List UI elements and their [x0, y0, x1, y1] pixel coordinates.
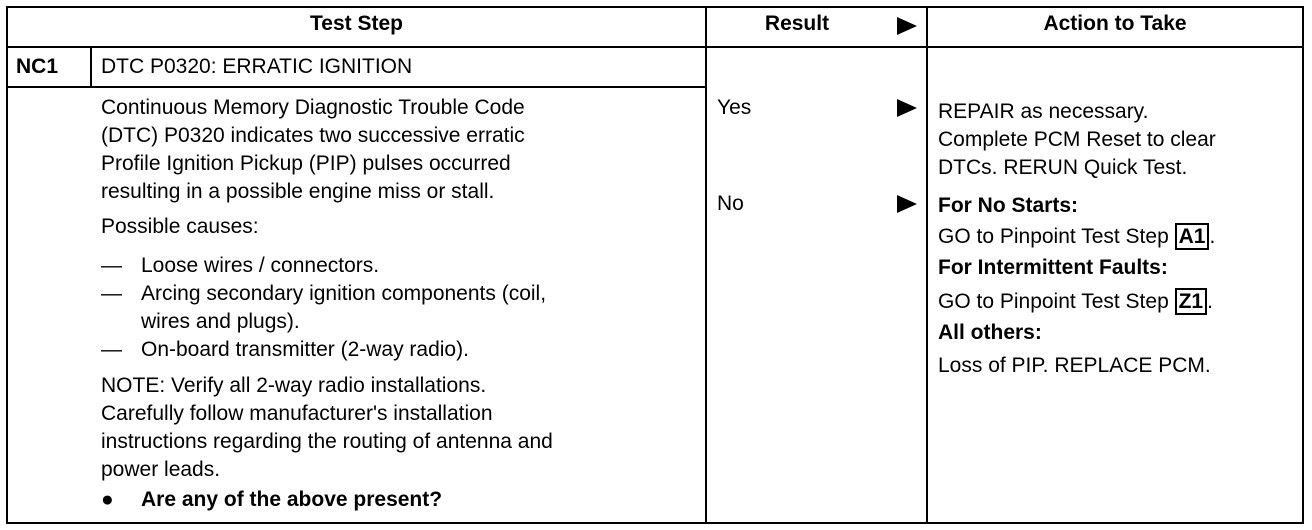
intermittent-label: For Intermittent Faults: [938, 256, 1168, 279]
step-title: DTC P0320: ERRATIC IGNITION [101, 55, 413, 78]
divider-step-title [8, 86, 705, 88]
divider-result [705, 8, 707, 522]
others-label: All others: [938, 321, 1042, 344]
pinpoint-ref-a1: A1 [1174, 223, 1210, 250]
bullet-icon: ● [101, 488, 114, 511]
cause-item: —On-board transmitter (2-way radio). [101, 336, 546, 364]
header-test-step: Test Step [310, 12, 403, 35]
pinpoint-ref-z1: Z1 [1174, 288, 1208, 315]
action-yes: REPAIR as necessary. Complete PCM Reset … [938, 98, 1216, 182]
dash-icon: — [101, 254, 122, 277]
note-line: Carefully follow manufacturer's installa… [101, 402, 493, 425]
action-yes-line: Complete PCM Reset to clear [938, 128, 1216, 151]
action-no: For No Starts: GO to Pinpoint Test Step … [938, 190, 1215, 381]
divider-action [926, 8, 928, 522]
note-line: instructions regarding the routing of an… [101, 430, 553, 453]
note-line: NOTE: Verify all 2-way radio installatio… [101, 374, 487, 397]
diagnostic-table: Test Step Result Action to Take NC1 DTC … [6, 6, 1304, 524]
description-line: (DTC) P0320 indicates two successive err… [101, 124, 525, 147]
result-yes: Yes [717, 96, 752, 119]
others-action: Loss of PIP. REPLACE PCM. [938, 354, 1211, 377]
note: NOTE: Verify all 2-way radio installatio… [101, 372, 553, 484]
dash-icon: — [101, 338, 122, 361]
no-starts-action: GO to Pinpoint Test Step A1. [938, 223, 1216, 250]
header-action: Action to Take [1043, 12, 1187, 35]
intermittent-action: GO to Pinpoint Test Step Z1. [938, 288, 1213, 315]
no-starts-label: For No Starts: [938, 194, 1079, 217]
arrow-no-icon [897, 195, 917, 213]
header-arrow-icon [897, 17, 917, 35]
cause-item: —Arcing secondary ignition components (c… [101, 280, 546, 308]
divider-header [8, 46, 1302, 48]
header-result: Result [764, 12, 830, 35]
question: ●Are any of the above present? [101, 486, 442, 514]
note-line: power leads. [101, 458, 221, 481]
divider-step-id [90, 48, 92, 86]
causes-list: —Loose wires / connectors. —Arcing secon… [101, 252, 546, 364]
step-id: NC1 [16, 55, 59, 78]
result-no: No [717, 192, 744, 215]
causes-label: Possible causes: [101, 215, 259, 238]
description-line: resulting in a possible engine miss or s… [101, 180, 495, 203]
arrow-yes-icon [897, 99, 917, 117]
action-yes-line: DTCs. RERUN Quick Test. [938, 156, 1188, 179]
action-yes-line: REPAIR as necessary. [938, 100, 1149, 123]
step-description: Continuous Memory Diagnostic Trouble Cod… [101, 94, 525, 206]
description-line: Profile Ignition Pickup (PIP) pulses occ… [101, 152, 511, 175]
cause-item: —Loose wires / connectors. [101, 252, 546, 280]
dash-icon: — [101, 282, 122, 305]
description-line: Continuous Memory Diagnostic Trouble Cod… [101, 96, 525, 119]
cause-item-continued: wires and plugs). [141, 310, 300, 333]
